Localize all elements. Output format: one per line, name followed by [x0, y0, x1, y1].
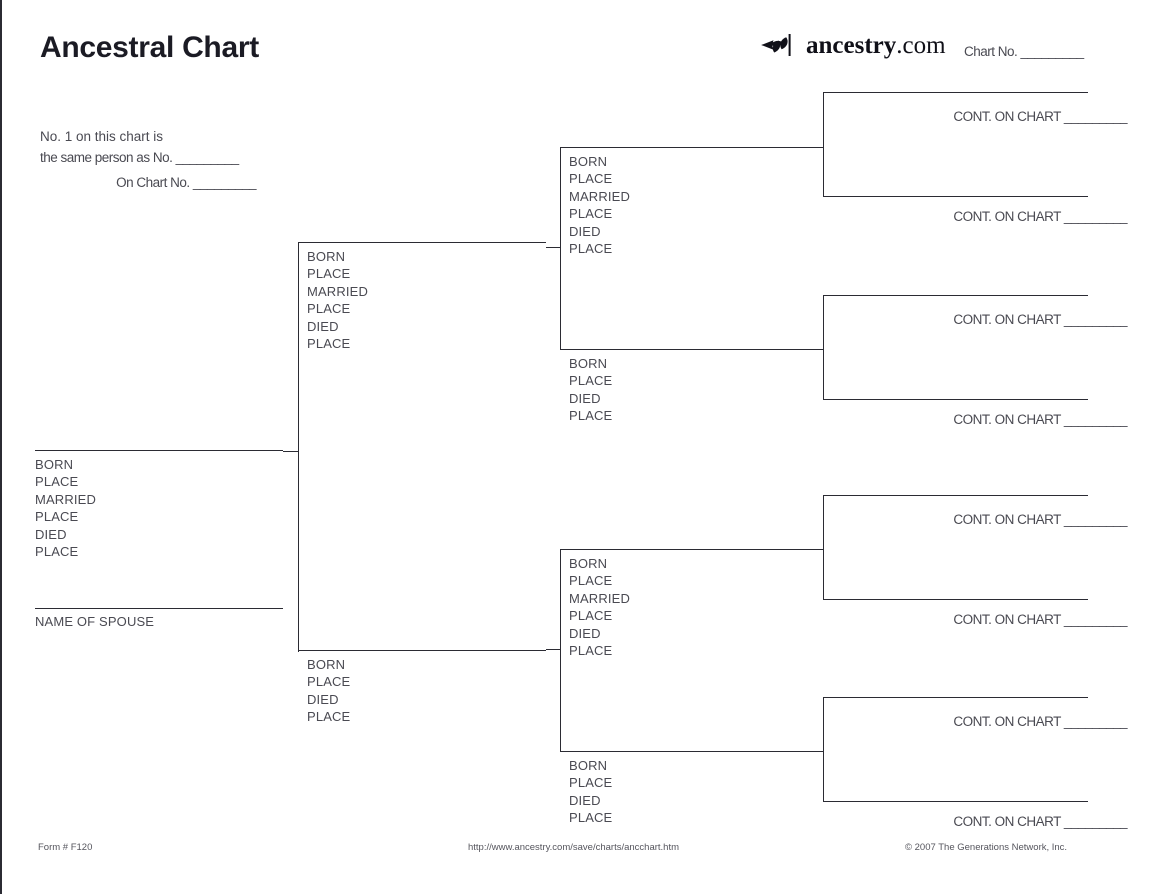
field-place: PLACE	[35, 474, 79, 490]
field-died: DIED	[569, 223, 601, 239]
gen4-person-15-name-line[interactable]	[823, 801, 1088, 802]
gen2-mother-name-line[interactable]	[298, 650, 546, 651]
gen3-person-6-fields: BORN PLACE MARRIED PLACE DIED PLACE	[569, 555, 630, 659]
ancestry-logo: ancestry.com	[760, 30, 946, 60]
gen4-bracket-a-spine	[823, 92, 824, 196]
field-died: DIED	[569, 792, 601, 808]
spouse-name-line[interactable]	[35, 608, 283, 609]
field-place-2: PLACE	[35, 509, 79, 525]
gen4-person-14-cont-on-chart[interactable]: CONT. ON CHART _________	[953, 714, 1127, 729]
field-born: BORN	[35, 457, 74, 472]
gen4-person-14-name-line[interactable]	[823, 697, 1088, 698]
field-place-3: PLACE	[569, 643, 613, 659]
field-died: DIED	[307, 691, 339, 707]
gen4-person-9-name-line[interactable]	[823, 196, 1088, 197]
gen3-person-4-fields: BORN PLACE MARRIED PLACE DIED PLACE	[569, 153, 630, 257]
gen4-person-11-name-line[interactable]	[823, 399, 1088, 400]
gen4-bracket-a-stub	[808, 147, 824, 148]
field-died: DIED	[569, 390, 601, 406]
field-born: BORN	[569, 154, 608, 169]
gen2-bracket-stub	[283, 451, 299, 452]
field-born: BORN	[307, 249, 346, 264]
gen4-person-10-name-line[interactable]	[823, 295, 1088, 296]
gen3-person-6-name-line[interactable]	[560, 549, 822, 550]
gen4-bracket-c-stub	[808, 549, 824, 550]
field-died: DIED	[35, 526, 67, 542]
field-died: DIED	[307, 318, 339, 334]
field-died: DIED	[569, 625, 601, 641]
chart-number-field[interactable]: Chart No. _________	[964, 44, 1084, 59]
same-person-line-1: No. 1 on this chart is	[40, 129, 164, 144]
gen3-person-5-name-line[interactable]	[560, 349, 822, 350]
field-place-2: PLACE	[569, 206, 613, 222]
footer-url[interactable]: http://www.ancestry.com/save/charts/ancc…	[468, 842, 680, 853]
person-1-name-line[interactable]	[35, 450, 283, 451]
on-chart-number-field[interactable]: On Chart No. _________	[116, 175, 256, 190]
gen3-upper-bracket-spine	[560, 147, 561, 349]
gen4-person-8-cont-on-chart[interactable]: CONT. ON CHART _________	[953, 109, 1127, 124]
footer-form-number: Form # F120	[38, 842, 93, 853]
person-1-fields: BORN PLACE MARRIED PLACE DIED PLACE	[35, 456, 96, 560]
gen4-person-13-name-line[interactable]	[823, 599, 1088, 600]
field-born: BORN	[307, 657, 346, 672]
brand-name: ancestry	[806, 31, 897, 59]
gen3-lower-bracket-stub	[546, 649, 561, 650]
gen4-person-13-cont-on-chart[interactable]: CONT. ON CHART _________	[953, 612, 1127, 627]
gen4-bracket-d-spine	[823, 697, 824, 801]
ancestry-leaf-icon	[760, 32, 804, 58]
gen4-bracket-d-stub	[808, 751, 824, 752]
field-place: PLACE	[569, 775, 613, 791]
gen4-person-8-name-line[interactable]	[823, 92, 1088, 93]
field-married: MARRIED	[307, 283, 368, 299]
field-place: PLACE	[307, 266, 351, 282]
gen4-person-9-cont-on-chart[interactable]: CONT. ON CHART _________	[953, 209, 1127, 224]
gen3-person-7-fields: BORN PLACE DIED PLACE	[569, 757, 612, 827]
gen3-upper-bracket-stub	[546, 247, 561, 248]
field-place-3: PLACE	[307, 336, 351, 352]
gen2-bracket-spine	[298, 242, 299, 652]
gen3-lower-bracket-spine	[560, 549, 561, 751]
field-married: MARRIED	[569, 590, 630, 606]
spouse-label: NAME OF SPOUSE	[35, 614, 155, 629]
field-place-2: PLACE	[569, 408, 613, 424]
field-born: BORN	[569, 356, 608, 371]
gen2-father-fields: BORN PLACE MARRIED PLACE DIED PLACE	[307, 248, 368, 352]
page-title: Ancestral Chart	[40, 31, 259, 64]
field-place-3: PLACE	[569, 241, 613, 257]
field-place-2: PLACE	[307, 709, 351, 725]
field-place: PLACE	[569, 373, 613, 389]
gen4-person-11-cont-on-chart[interactable]: CONT. ON CHART _________	[953, 412, 1127, 427]
gen4-bracket-c-spine	[823, 495, 824, 599]
field-place-2: PLACE	[569, 810, 613, 826]
gen3-person-5-fields: BORN PLACE DIED PLACE	[569, 355, 612, 425]
gen3-person-4-name-line[interactable]	[560, 147, 822, 148]
gen2-father-name-line[interactable]	[298, 242, 546, 243]
field-place: PLACE	[307, 674, 351, 690]
gen4-bracket-b-spine	[823, 295, 824, 399]
gen4-person-10-cont-on-chart[interactable]: CONT. ON CHART _________	[953, 312, 1127, 327]
field-born: BORN	[569, 758, 608, 773]
field-born: BORN	[569, 556, 608, 571]
gen2-mother-fields: BORN PLACE DIED PLACE	[307, 656, 350, 726]
field-place-2: PLACE	[307, 301, 351, 317]
field-place: PLACE	[569, 573, 613, 589]
footer-copyright: © 2007 The Generations Network, Inc.	[905, 842, 1068, 853]
gen4-person-12-name-line[interactable]	[823, 495, 1088, 496]
gen3-person-7-name-line[interactable]	[560, 751, 822, 752]
field-place: PLACE	[569, 171, 613, 187]
field-married: MARRIED	[569, 188, 630, 204]
gen4-bracket-b-stub	[808, 349, 824, 350]
field-married: MARRIED	[35, 491, 96, 507]
field-place-2: PLACE	[569, 608, 613, 624]
same-person-line-2[interactable]: the same person as No. _________	[40, 150, 239, 165]
gen4-person-12-cont-on-chart[interactable]: CONT. ON CHART _________	[953, 512, 1127, 527]
same-person-note: No. 1 on this chart is the same person a…	[40, 126, 239, 168]
brand-tld: .com	[896, 31, 946, 59]
field-place-3: PLACE	[35, 544, 79, 560]
gen4-person-15-cont-on-chart[interactable]: CONT. ON CHART _________	[953, 814, 1127, 829]
ancestry-wordmark: ancestry.com	[806, 33, 946, 58]
